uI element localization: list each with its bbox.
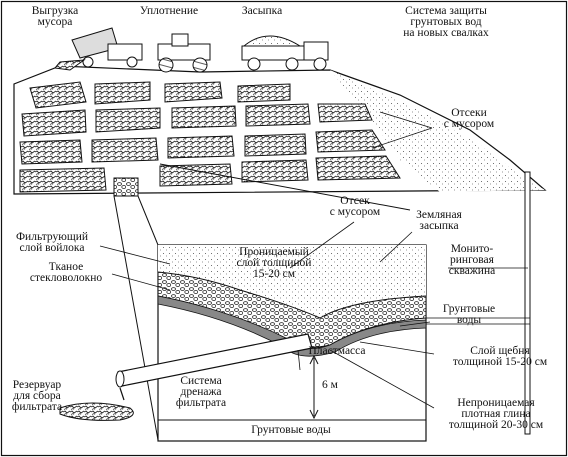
label-compaction: Уплотнение (132, 6, 206, 17)
reservoir (60, 403, 133, 420)
leachate-drip (120, 388, 124, 400)
label-depth: 6 м (316, 380, 344, 391)
dump-truck-icon (55, 28, 142, 70)
label-backfill: Засыпка (232, 6, 292, 17)
backfill-truck-icon (242, 36, 328, 70)
monitoring-well-pipe (525, 172, 530, 434)
compactor-icon (158, 34, 210, 72)
label-groundwater-bottom: Грунтовые воды (226, 425, 356, 436)
entry-shaft (114, 178, 138, 196)
pipe-end (116, 371, 124, 387)
label-plastic: Пластмасса (302, 346, 372, 357)
